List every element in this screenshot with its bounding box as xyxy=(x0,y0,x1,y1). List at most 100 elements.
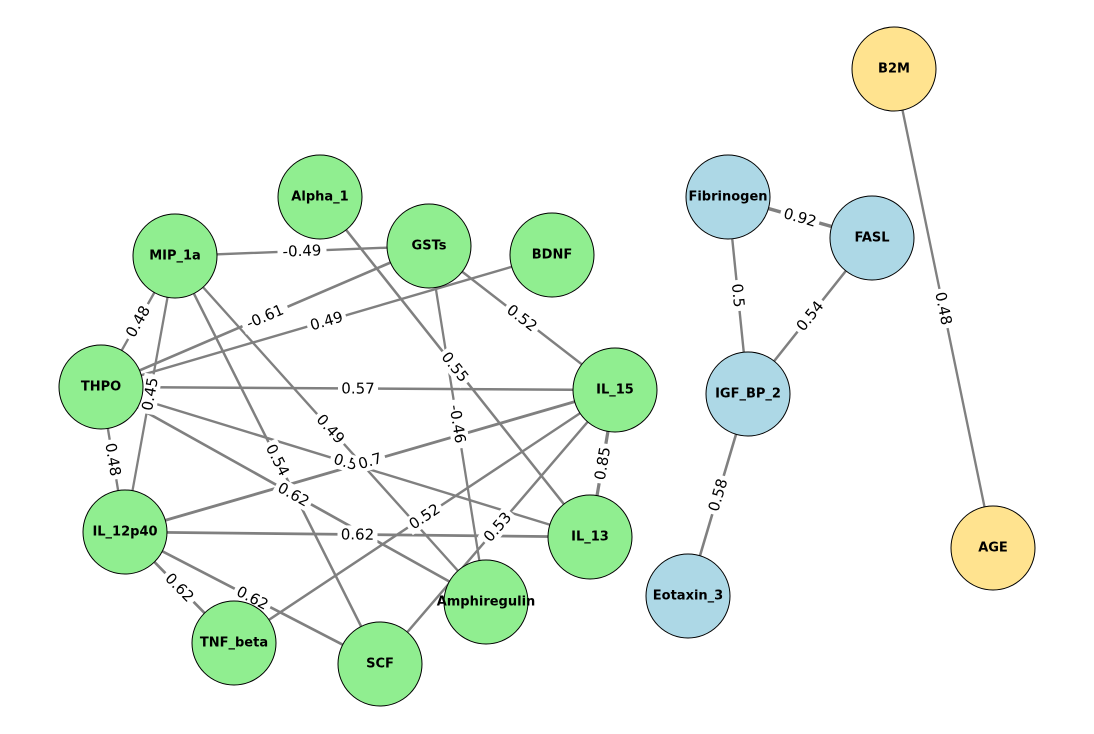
edge-label-background xyxy=(304,306,349,336)
edge-label-background xyxy=(790,294,830,338)
edge-weight-label: 0.57 xyxy=(341,379,375,397)
edge-label-group-il-12p40-il-13: 0.62 xyxy=(337,525,378,544)
edge-label-group-mip-1a-il-12p40: 0.45 xyxy=(137,372,163,416)
node-circle xyxy=(82,489,168,575)
node-label: MIP_1a xyxy=(149,249,201,264)
node-circle xyxy=(685,154,771,240)
edge-label-group-thpo-gsts: -0.61 xyxy=(238,298,292,335)
edge-weight-label: 0.62 xyxy=(341,525,375,543)
node-thpo: THPO xyxy=(58,344,144,430)
node-il-12p40: IL_12p40 xyxy=(82,489,168,575)
node-circle xyxy=(547,494,633,580)
node-circle xyxy=(572,347,658,433)
edge-weight-label: 0.48 xyxy=(931,290,955,326)
node-label: IL_15 xyxy=(596,383,634,398)
edges-layer xyxy=(99,67,995,666)
edge-label-background xyxy=(477,505,518,549)
edge-weight-label: 0.5 xyxy=(728,283,748,309)
node-circle xyxy=(277,154,363,240)
edge-label-group-mip-1a-gsts: -0.49 xyxy=(277,241,327,261)
node-circle xyxy=(829,195,915,281)
edge-label-background xyxy=(500,298,544,338)
node-label: Eotaxin_3 xyxy=(653,589,723,604)
edge-weight-label: 0.45 xyxy=(138,376,162,412)
edge-label-background xyxy=(277,241,327,261)
edge-label-group-fibrinogen-igf-bp-2: 0.5 xyxy=(727,279,749,312)
node-il-13: IL_13 xyxy=(547,494,633,580)
node-label: SCF xyxy=(366,657,394,672)
node-scf: SCF xyxy=(337,621,423,707)
node-circle xyxy=(337,621,423,707)
edge-label-background xyxy=(435,345,475,389)
node-label: THPO xyxy=(81,380,121,395)
edge-label-background xyxy=(120,299,156,344)
node-circle xyxy=(191,600,277,686)
edge-label-group-thpo-il-15: 0.57 xyxy=(337,379,379,398)
edge-label-background xyxy=(159,566,200,609)
node-mip-1a: MIP_1a xyxy=(132,213,218,299)
node-label: Amphiregulin xyxy=(437,595,536,610)
node-label: Alpha_1 xyxy=(291,190,348,205)
edge-label-background xyxy=(590,442,615,485)
edge-label-background xyxy=(778,203,822,232)
node-circle xyxy=(645,553,731,639)
edge-label-group-fasl-igf-bp-2: 0.54 xyxy=(790,294,830,338)
edge-label-group-il-12p40-il-15: 0.7 xyxy=(352,448,388,474)
edge-label-group-igf-bp-2-eotaxin-3: 0.58 xyxy=(703,473,733,517)
node-alpha-1: Alpha_1 xyxy=(277,154,363,240)
node-circle xyxy=(386,203,472,289)
node-label: FASL xyxy=(854,231,889,246)
edge-label-group-mip-1a-thpo: 0.48 xyxy=(120,299,156,344)
node-label: TNF_beta xyxy=(200,636,268,651)
node-circle xyxy=(58,344,144,430)
node-fasl: FASL xyxy=(829,195,915,281)
node-label: GSTs xyxy=(412,239,447,254)
edge-label-group-thpo-il-12p40: 0.48 xyxy=(100,438,126,481)
edge-label-group-alpha-1-il-13: 0.55 xyxy=(435,345,475,389)
edge-label-background xyxy=(230,580,275,616)
edge-label-background xyxy=(727,279,749,312)
node-b2m: B2M xyxy=(851,26,937,112)
edge-weight-label: 0.92 xyxy=(781,204,818,230)
edge-label-group-b2m-age: 0.48 xyxy=(930,287,957,330)
edge-label-group-fibrinogen-fasl: 0.92 xyxy=(778,203,822,232)
edge-label-group-gsts-amphiregulin: -0.46 xyxy=(444,398,471,450)
edge-label-background xyxy=(402,497,447,536)
edge-label-background xyxy=(328,448,363,476)
node-label: IL_12p40 xyxy=(92,525,157,540)
node-fibrinogen: Fibrinogen xyxy=(685,154,771,240)
node-label: B2M xyxy=(878,62,910,77)
node-age: AGE xyxy=(950,505,1036,591)
edge-label-background xyxy=(310,408,351,450)
node-igf-bp-2: IGF_BP_2 xyxy=(705,351,791,437)
node-tnf-beta: TNF_beta xyxy=(191,600,277,686)
edge-label-background xyxy=(930,287,957,330)
node-circle xyxy=(950,505,1036,591)
edge-label-group-tnf-beta-il-15: 0.52 xyxy=(402,497,447,536)
edge-weight-label: -0.61 xyxy=(244,301,287,333)
node-gsts: GSTs xyxy=(386,203,472,289)
node-amphiregulin: Amphiregulin xyxy=(437,559,536,645)
node-label: IGF_BP_2 xyxy=(715,387,781,402)
edge-weight-label: 0.49 xyxy=(308,308,345,335)
edge-label-background xyxy=(100,438,126,481)
node-label: AGE xyxy=(978,541,1008,556)
edge-label-group-il-15-il-13: 0.85 xyxy=(590,442,615,485)
edge-weight-label: 0.7 xyxy=(356,449,384,473)
node-label: IL_13 xyxy=(571,530,609,545)
edge-label-background xyxy=(271,476,316,513)
node-il-15: IL_15 xyxy=(572,347,658,433)
node-bdnf: BDNF xyxy=(509,212,595,298)
edge-weight-label: 0.58 xyxy=(705,476,732,513)
node-circle xyxy=(132,213,218,299)
edge-label-background xyxy=(137,372,163,416)
edge-label-background xyxy=(260,438,295,482)
node-circle xyxy=(851,26,937,112)
edge-weight-label: -0.49 xyxy=(282,241,322,261)
edge-label-background xyxy=(703,473,733,517)
node-label: Fibrinogen xyxy=(688,190,767,205)
node-eotaxin-3: Eotaxin_3 xyxy=(645,553,731,639)
node-circle xyxy=(509,212,595,298)
